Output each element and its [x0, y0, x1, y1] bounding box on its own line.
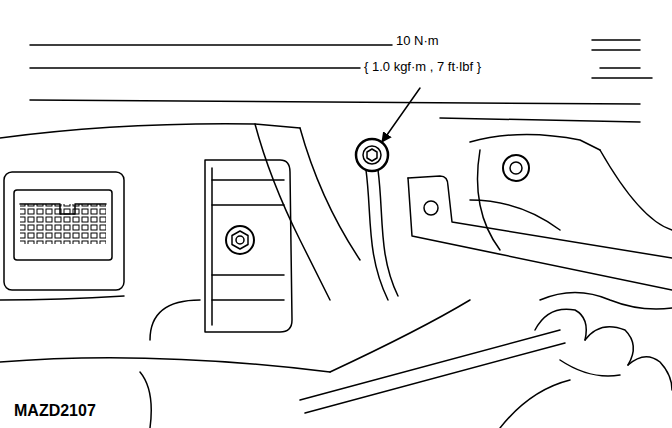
torque-value: 10 N·m	[396, 34, 439, 48]
figure-code: MAZD2107	[14, 402, 96, 420]
torque-conversion: { 1.0 kgf·m , 7 ft·lbf }	[364, 60, 481, 74]
